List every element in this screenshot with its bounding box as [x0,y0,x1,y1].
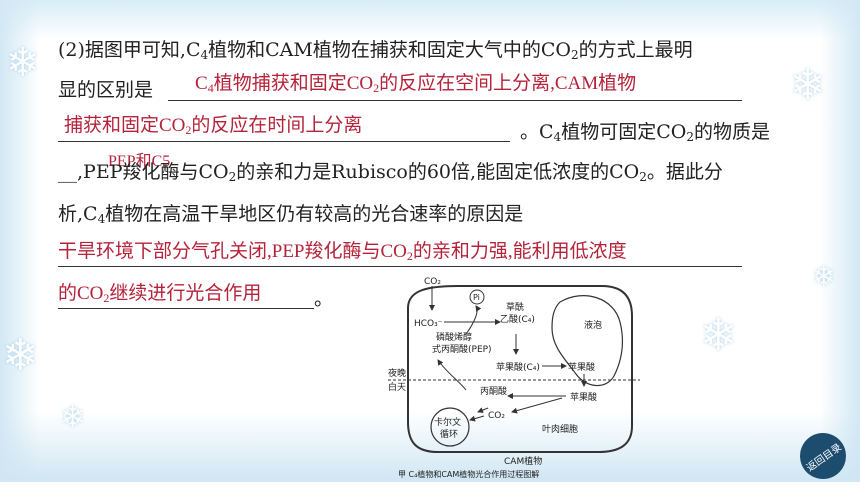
label-co2-mid: CO₂ [488,411,505,421]
background-bottom [0,412,860,482]
question-line-3: 。C4植物可固定CO2的物质是 [520,121,770,144]
snowflake-icon: ❄ [60,400,86,435]
question-line-1: (2)据图甲可知,C4植物和CAM植物在捕获和固定大气中的CO2的方式上最明 [58,39,693,62]
label-hco3: HCO₃⁻ [414,319,443,329]
label-cam: CAM植物 [504,455,542,467]
label-vacuole: 液泡 [584,319,602,331]
answer-1-continued: 捕获和固定CO2的反应在时间上分离 [64,115,363,137]
label-malate-1: 苹果酸 [568,361,595,373]
question-line-4: __,PEP羧化酶与CO2的亲和力是Rubisco的60倍,能固定低浓度的CO2… [58,161,723,184]
cam-photosynthesis-diagram: CO₂ Pi HCO₃⁻ 草酰 乙酸(C₄) 磷酸烯醇 式丙酮酸(PEP) 液泡… [388,277,640,479]
answer-3: 干旱环境下部分气孔关闭,PEP羧化酶与CO2的亲和力强,能利用低浓度 [58,241,627,263]
answer-underline [168,100,742,101]
snowflake-icon: ❄ [6,40,40,86]
vacuole-outline [551,295,624,387]
cell-outline [407,285,633,453]
label-pep-2: 式丙酮酸(PEP) [432,343,492,355]
label-day: 白天 [388,381,406,393]
label-malate-2: 苹果酸 [570,391,597,403]
answer-underline [58,308,314,309]
background-left [0,0,40,482]
snowflake-icon: ❄ [812,260,836,293]
question-line-2: 显的区别是 [58,79,154,101]
label-co2-top: CO₂ [424,277,441,287]
label-pep-1: 磷酸烯醇 [436,331,472,343]
question-line-5: 析,C4植物在高温干旱地区仍有较高的光合速率的原因是 [58,203,524,226]
label-mesophyll: 叶肉细胞 [542,423,578,435]
end-period: 。 [314,288,334,310]
answer-underline [58,266,742,267]
answer-1: C4植物捕获和固定CO2的反应在空间上分离,CAM植物 [195,73,637,95]
answer-2: PEP和C5 [108,153,171,170]
figure-caption: 甲 C₄植物和CAM植物光合作用过程图解 [398,469,539,479]
label-pyruvate: 丙酮酸 [480,386,507,397]
snowflake-icon: ❄ [700,310,737,361]
answer-underline [58,141,510,142]
label-night: 夜晚 [388,367,406,379]
label-oaa-2: 乙酸(C₄) [500,314,535,325]
label-malate-c4: 苹果酸(C₄) [496,361,540,373]
pi-circle [469,289,485,305]
snowflake-icon: ❄ [2,330,39,381]
label-oaa-1: 草酰 [506,301,524,313]
label-calvin-1: 卡尔文 [434,416,461,428]
calvin-cycle-circle [430,407,470,447]
background-top [0,0,860,40]
label-calvin-2: 循环 [440,428,458,440]
answer-3-continued: 的CO2继续进行光合作用 [58,283,262,305]
snowflake-icon: ❄ [790,60,826,109]
background-right [820,0,860,482]
label-pi: Pi [473,293,480,302]
